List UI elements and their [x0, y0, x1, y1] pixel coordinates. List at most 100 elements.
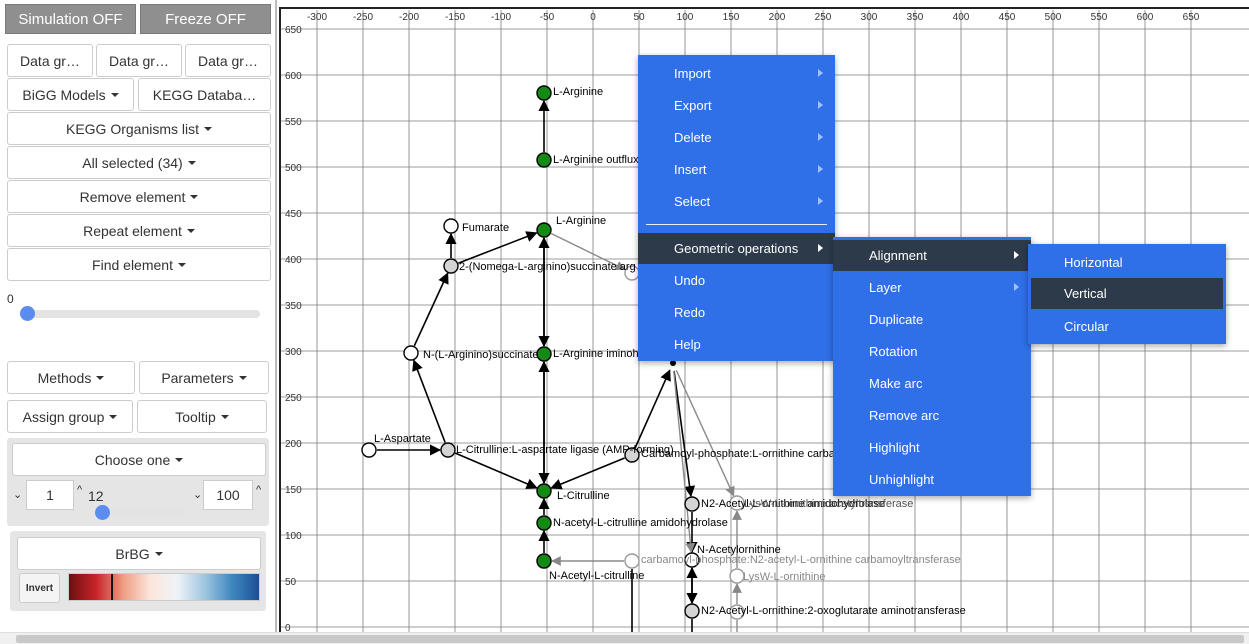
reaction-edge[interactable] [412, 359, 446, 443]
find-element-dropdown[interactable]: Find element [7, 248, 271, 281]
menu-item-label: Highlight [869, 439, 920, 455]
network-node[interactable] [729, 568, 745, 584]
menu-item-make-arc[interactable]: Make arc [833, 368, 1031, 398]
menu-item-label: Unhighlight [869, 471, 935, 487]
color-scale-bar[interactable] [68, 573, 260, 601]
network-node[interactable] [361, 442, 377, 458]
caret-down-icon [187, 160, 196, 165]
repeat-element-dropdown[interactable]: Repeat element [7, 214, 271, 247]
all-selected-dropdown[interactable]: All selected (34) [7, 146, 271, 179]
x-tick-label: 300 [861, 12, 878, 23]
min-value-input[interactable]: 1 [26, 480, 74, 510]
menu-item-redo[interactable]: Redo [638, 297, 835, 327]
reaction-edge[interactable] [550, 232, 626, 271]
reaction-edge[interactable] [634, 369, 671, 449]
reaction-edge[interactable] [675, 369, 735, 497]
network-node[interactable] [536, 222, 552, 238]
kegg-organisms-dropdown[interactable]: KEGG Organisms list [7, 112, 271, 145]
x-tick-label: -300 [307, 12, 327, 23]
menu-item-delete[interactable]: Delete [638, 122, 835, 152]
network-node[interactable] [536, 85, 552, 101]
chevron-down-icon[interactable]: ⌄ [13, 489, 23, 501]
main-slider-knob[interactable] [20, 306, 35, 321]
reaction-edge[interactable] [550, 457, 625, 490]
reaction-edge[interactable] [673, 370, 696, 554]
network-node[interactable] [536, 553, 552, 569]
menu-item-insert[interactable]: Insert [638, 154, 835, 184]
network-node[interactable] [684, 496, 700, 512]
network-node[interactable] [729, 604, 745, 620]
network-node[interactable] [536, 515, 552, 531]
data-group-button-2[interactable]: Data gr… [96, 44, 182, 77]
reaction-edge[interactable] [458, 231, 538, 264]
find-element-label: Find element [92, 256, 173, 273]
menu-item-label: Remove arc [869, 407, 940, 423]
reaction-edge[interactable] [455, 452, 538, 490]
scrollbar-thumb[interactable] [16, 635, 1244, 643]
network-node[interactable] [440, 442, 456, 458]
simulation-toggle-button[interactable]: Simulation OFF [5, 4, 136, 34]
chevron-up-icon[interactable]: ^ [77, 484, 83, 496]
color-scale-marker[interactable] [111, 574, 113, 600]
methods-dropdown[interactable]: Methods [7, 361, 135, 394]
min-value-text: 1 [46, 487, 54, 503]
node-label: Fumarate [462, 222, 509, 234]
menu-item-rotation[interactable]: Rotation [833, 336, 1031, 366]
palette-dropdown[interactable]: BrBG [17, 537, 261, 570]
network-node[interactable] [443, 218, 459, 234]
reaction-edge[interactable] [673, 370, 696, 498]
menu-item-highlight[interactable]: Highlight [833, 432, 1031, 462]
menu-item-undo[interactable]: Undo [638, 265, 835, 295]
menu-item-vertical[interactable]: Vertical [1031, 278, 1223, 309]
caret-down-icon [109, 414, 118, 419]
chevron-down-icon[interactable]: ⌄ [193, 489, 203, 501]
data-group-button-3[interactable]: Data gr… [185, 44, 271, 77]
horizontal-scrollbar[interactable] [0, 632, 1249, 644]
menu-item-layer[interactable]: Layer [833, 272, 1031, 302]
network-node[interactable] [729, 495, 745, 511]
menu-item-remove-arc[interactable]: Remove arc [833, 400, 1031, 430]
data-group-button-1[interactable]: Data gr… [7, 44, 93, 77]
network-node[interactable] [670, 360, 676, 366]
network-node[interactable] [443, 258, 459, 274]
menu-item-unhighlight[interactable]: Unhighlight [833, 464, 1031, 494]
bigg-models-dropdown[interactable]: BiGG Models [7, 78, 134, 111]
scale-slider-track[interactable] [97, 508, 185, 516]
assign-group-dropdown[interactable]: Assign group [7, 400, 133, 433]
max-value-input[interactable]: 100 [203, 480, 253, 510]
menu-item-horizontal[interactable]: Horizontal [1028, 247, 1226, 277]
scale-slider-knob[interactable] [95, 505, 110, 520]
invert-button[interactable]: Invert [19, 573, 60, 603]
tooltip-dropdown[interactable]: Tooltip [137, 400, 267, 433]
menu-item-circular[interactable]: Circular [1028, 311, 1226, 341]
network-node[interactable] [624, 447, 640, 463]
network-node[interactable] [684, 603, 700, 619]
menu-item-select[interactable]: Select [638, 186, 835, 216]
remove-element-dropdown[interactable]: Remove element [7, 180, 271, 213]
main-slider-track[interactable] [20, 310, 260, 318]
chevron-up-icon[interactable]: ^ [256, 484, 262, 496]
menu-item-alignment[interactable]: Alignment [833, 240, 1031, 271]
network-node[interactable] [624, 553, 640, 569]
menu-item-label: Alignment [869, 248, 927, 263]
y-tick-label: 150 [285, 485, 302, 496]
menu-item-duplicate[interactable]: Duplicate [833, 304, 1031, 334]
network-node[interactable] [536, 152, 552, 168]
parameters-dropdown[interactable]: Parameters [139, 361, 269, 394]
network-node[interactable] [536, 483, 552, 499]
reaction-edge[interactable] [413, 272, 449, 347]
network-node[interactable] [403, 345, 419, 361]
caret-down-icon [238, 375, 247, 380]
menu-item-geometric-operations[interactable]: Geometric operations [638, 233, 835, 264]
choose-one-dropdown[interactable]: Choose one [12, 443, 266, 476]
menu-item-import[interactable]: Import [638, 58, 835, 88]
freeze-toggle-button[interactable]: Freeze OFF [140, 4, 271, 34]
menu-item-help[interactable]: Help [638, 329, 835, 359]
menu-item-label: Delete [674, 129, 712, 145]
menu-item-label: Circular [1064, 318, 1109, 334]
menu-item-export[interactable]: Export [638, 90, 835, 120]
network-node[interactable] [536, 346, 552, 362]
kegg-database-button[interactable]: KEGG Databa… [138, 78, 271, 111]
network-node[interactable] [684, 552, 700, 568]
